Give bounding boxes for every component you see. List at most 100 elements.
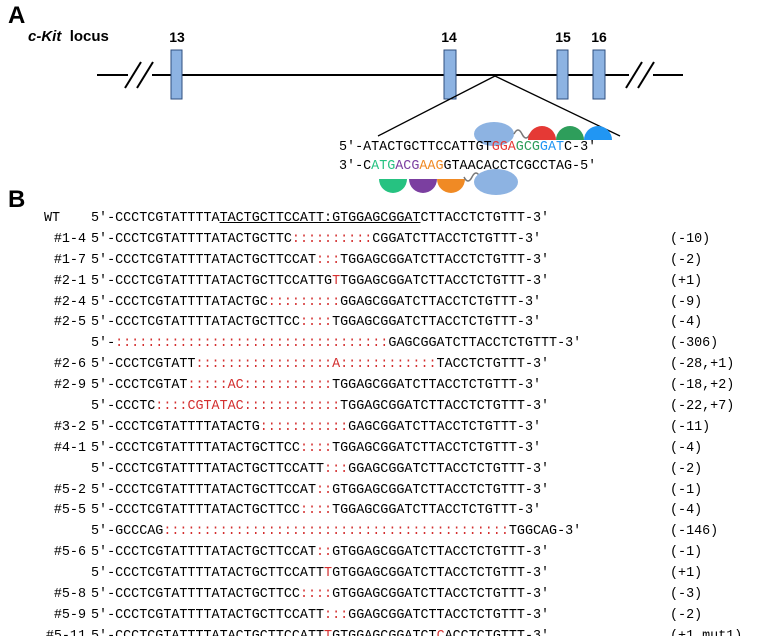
- tale-top-blue: [584, 126, 612, 140]
- alignment-row: 5′-CCCTCGTATTTTATACTGCTTCCATT:::GGAGCGGA…: [0, 462, 760, 483]
- aligned-sequence: 5′-CCCTCGTATTTTATACTGCTTCCAT:::TGGAGCGGA…: [91, 253, 549, 268]
- indel-segment: ::::: [299, 503, 333, 519]
- linker-top: [513, 129, 531, 139]
- sequence-segment: TGGAGCGGATCTTACCTCTGTTT-3′: [340, 273, 550, 289]
- aligned-sequence: 5′-CCCTCGTATTTTATACTGCTTCC::::TGGAGCGGAT…: [91, 503, 541, 518]
- tale-top-red: [528, 126, 556, 140]
- indel-annotation: (-1): [670, 482, 703, 498]
- alignment-row: #5-11 5′-CCCTCGTATTTTATACTGCTTCCATTTGTGGA…: [0, 629, 760, 636]
- sequence-segment: TGGAGCGGATCTTACCTCTGTTT-3′: [340, 399, 550, 415]
- indel-segment: :::::::::::::::::A::::::::::::: [195, 357, 437, 373]
- tale-bottom-orange: [437, 179, 465, 193]
- aligned-sequence: 5′-CCCTCGTATTTTATACTGCTTCCATTGTTGGAGCGGA…: [91, 274, 549, 289]
- sequence-segment: 5′-CCCTCGTATTTTATACTGCTTCC: [91, 587, 300, 603]
- sequence-segment: GTGGAGCGGATCTTACCTCTGTTT-3′: [332, 545, 550, 561]
- seq-top-segment: C-3′: [564, 140, 597, 155]
- indel-annotation: (-2): [670, 607, 703, 623]
- clone-label: #1-4: [53, 231, 86, 247]
- indel-segment: T: [324, 629, 332, 636]
- exon-label-13: 13: [169, 29, 185, 45]
- clone-label: #5-8: [53, 587, 86, 603]
- aligned-sequence: 5′-CCCTCGTATTTTATACTGCTTC::::::::::CGGAT…: [91, 232, 541, 247]
- sequence-segment: 5′-CCCTCGTATTTTATACTGCTTCCATT: [91, 629, 324, 636]
- indel-segment: ::::::::::: [291, 231, 373, 247]
- break-gap-left: [128, 64, 152, 86]
- alignment-row: #5-5 5′-CCCTCGTATTTTATACTGCTTCC::::TGGAGC…: [0, 503, 760, 524]
- cas9-bottom-shape: [474, 169, 518, 195]
- indel-annotation: (+1,mut1): [670, 629, 742, 636]
- sequence-segment: 5′-CCCTCGTATTTTATACTGCTTCCAT: [91, 252, 316, 268]
- aligned-sequence: 5′-CCCTCGTATTTTATACTGCTTCCAT::GTGGAGCGGA…: [91, 545, 549, 560]
- indel-segment: :::::::::: [267, 294, 341, 310]
- indel-segment: ::::: [299, 587, 333, 603]
- sequence-segment: 5′-CCCTCGTATTTTATACTGCTTCC: [91, 503, 300, 519]
- indel-annotation: (-146): [670, 524, 719, 540]
- tale-bottom-green: [379, 179, 407, 193]
- sequence-segment: 5′-: [91, 336, 116, 352]
- clone-label: #2-1: [53, 273, 86, 289]
- sequence-segment: GTGGAGCGGATCTTACCTCTGTTT-3′: [332, 482, 550, 498]
- sequence-segment: TGGCAG-3′: [508, 524, 582, 540]
- exon-13: [170, 49, 183, 100]
- clone-label: #5-6: [53, 545, 86, 561]
- aligned-sequence: 5′-CCCTCGTATTTTATACTGCTTCCATTTGTGGAGCGGA…: [91, 629, 549, 636]
- sequence-segment: 5′-CCCTCGTAT: [91, 378, 188, 394]
- alignment-row: #2-6 5′-CCCTCGTATT:::::::::::::::::A:::::…: [0, 357, 760, 378]
- exon-label-14: 14: [441, 29, 457, 45]
- sequence-segment: 5′-CCCTCGTATTTTATACTGCTTCC: [91, 440, 300, 456]
- aligned-sequence: 5′-::::::::::::::::::::::::::::::::::GAG…: [91, 336, 581, 351]
- alignment-row: 5′-::::::::::::::::::::::::::::::::::GAG…: [0, 336, 760, 357]
- sequence-segment: 5′-CCCTCGTATTTTA: [91, 211, 220, 226]
- sequence-segment: 5′-CCCTCGTATTTTATACTGC: [91, 294, 268, 310]
- sequence-segment: 5′-CCCTCGTATTTTATACTGCTTCC: [91, 315, 300, 331]
- aligned-sequence: 5′-CCCTCGTATTTTATACTGCTTCC::::TGGAGCGGAT…: [91, 315, 541, 330]
- sequence-segment: TGGAGCGGATCTTACCTCTGTTT-3′: [332, 440, 542, 456]
- seq-top-segment: GAT: [539, 140, 565, 155]
- sequence-segment: GTGGAGCGGATCTTACCTCTGTTT-3′: [332, 566, 550, 582]
- sequence-segment: GGAGCGGATCTTACCTCTGTTT-3′: [340, 294, 542, 310]
- sequence-top-strand: 5′-ATACTGCTTCCATTGTGGAGCGGATC-3′: [339, 140, 596, 155]
- indel-segment: ::::::::::::::::::::::::::::::::::::::::…: [163, 524, 509, 540]
- aligned-sequence: 5′-CCCTCGTATTTTATACTG:::::::::::GAGCGGAT…: [91, 420, 541, 435]
- break-slash-left-1: [124, 61, 142, 89]
- indel-annotation: (-9): [670, 294, 703, 310]
- locus-title: c-Kit locus: [28, 28, 109, 45]
- indel-segment: T: [332, 273, 341, 289]
- sequence-segment: 5′-CCCTCGTATTTTATACTGCTTCCATT: [91, 607, 325, 623]
- indel-segment: ::: [316, 482, 333, 498]
- clone-label: #2-6: [53, 357, 86, 373]
- clone-label: #5-11: [0, 629, 86, 636]
- clone-label: #4-1: [53, 440, 86, 456]
- seq-top-segment: GCG: [515, 140, 540, 155]
- indel-segment: :::::::::::: [259, 419, 349, 435]
- sequence-segment: TACTGCTTCCATT:GTGGAGCGGAT: [219, 211, 421, 226]
- indel-annotation: (-11): [670, 419, 711, 435]
- sequence-bottom-strand: 3′-CATGACGAAGGTAACACCTCGCCTAG-5′: [339, 159, 596, 174]
- clone-label: #5-5: [53, 503, 86, 519]
- sequence-segment: GAGCGGATCTTACCTCTGTTT-3′: [388, 336, 582, 352]
- aligned-sequence: 5′-CCCTCGTATT:::::::::::::::::A:::::::::…: [91, 357, 549, 372]
- alignment-row: #2-1 5′-CCCTCGTATTTTATACTGCTTCCATTGTTGGAG…: [0, 274, 760, 295]
- indel-segment: ::: [316, 545, 333, 561]
- alignment-row: 5′-CCCTCGTATTTTATACTGCTTCCATTTGTGGAGCGGA…: [0, 566, 760, 587]
- aligned-sequence: 5′-CCCTCGTATTTTATACTGCTTCC::::TGGAGCGGAT…: [91, 441, 541, 456]
- clone-label: #2-9: [53, 378, 86, 394]
- clone-label: #3-2: [53, 419, 86, 435]
- sequence-segment: TGGAGCGGATCTTACCTCTGTTT-3′: [340, 252, 550, 268]
- break-slash-right-2: [637, 61, 655, 89]
- exon-14: [443, 49, 457, 100]
- alignment-row: 5′-CCCTC::::CGTATAC::::::::::::TGGAGCGGA…: [0, 399, 760, 420]
- aligned-sequence: 5′-CCCTCGTATTTTATACTGCTTCCATTTGTGGAGCGGA…: [91, 566, 549, 581]
- seq-bottom-segment: 3′-C: [339, 159, 372, 174]
- clone-label: #5-2: [53, 482, 86, 498]
- aligned-sequence: 5′-CCCTCGTATTTTATACTGCTTCC::::GTGGAGCGGA…: [91, 587, 549, 602]
- sequence-segment: TACCTCTGTTT-3′: [436, 357, 550, 373]
- alignment-row: #5-6 5′-CCCTCGTATTTTATACTGCTTCCAT::GTGGAG…: [0, 545, 760, 566]
- panel-b-letter: B: [8, 186, 26, 213]
